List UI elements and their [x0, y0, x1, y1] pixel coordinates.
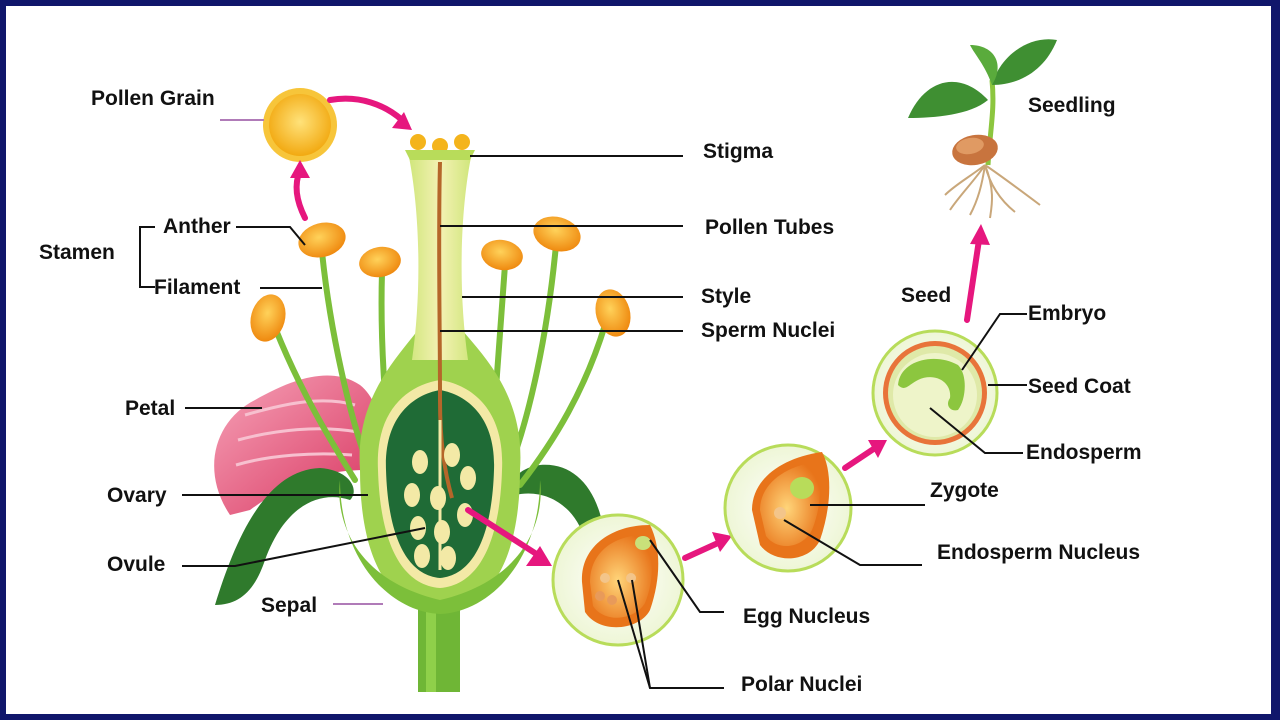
flower-fertilization-illustration [139, 39, 1057, 692]
petal-shape [214, 375, 380, 515]
seedling-illustration [908, 39, 1057, 219]
label-egg-nucleus: Egg Nucleus [743, 605, 871, 628]
label-sepal: Sepal [261, 594, 318, 617]
label-pollen-tubes: Pollen Tubes [705, 216, 835, 239]
label-stigma: Stigma [703, 140, 774, 163]
ovule-circle-2 [723, 443, 853, 573]
ovules [404, 443, 476, 570]
label-polar-nuclei: Polar Nuclei [741, 673, 863, 696]
label-stamen: Stamen [39, 241, 115, 264]
label-endosperm-nucleus: Endosperm Nucleus [937, 541, 1141, 564]
sepal-right [511, 464, 605, 540]
label-endosperm: Endosperm [1026, 441, 1142, 464]
stem [418, 600, 460, 692]
stigma-bump [410, 134, 426, 150]
stigma-top [405, 150, 475, 160]
stem-highlight [426, 600, 436, 692]
leader-lines [139, 119, 1027, 689]
stigma-bump [454, 134, 470, 150]
label-ovary: Ovary [107, 484, 167, 507]
label-seed-coat: Seed Coat [1028, 375, 1131, 398]
seed-circle [871, 329, 999, 457]
anthers [250, 216, 631, 342]
receptacle [339, 480, 541, 614]
label-petal: Petal [125, 397, 176, 420]
sepal-left [215, 468, 354, 605]
label-seed: Seed [901, 284, 952, 307]
diagram-canvas: Pollen Grain Stigma Anther Stamen Filame… [6, 6, 1271, 714]
label-zygote: Zygote [930, 479, 999, 502]
label-pollen-grain: Pollen Grain [91, 87, 215, 110]
label-style: Style [701, 285, 752, 308]
label-ovule: Ovule [107, 553, 166, 576]
label-anther: Anther [163, 215, 231, 238]
label-filament: Filament [154, 276, 241, 299]
label-sperm-nuclei: Sperm Nuclei [701, 319, 836, 342]
arrow-heads [290, 112, 990, 566]
pollen-tube [437, 161, 454, 499]
label-embryo: Embryo [1028, 302, 1107, 325]
pollen-grain-illustration [263, 88, 337, 162]
label-seedling: Seedling [1028, 94, 1116, 117]
